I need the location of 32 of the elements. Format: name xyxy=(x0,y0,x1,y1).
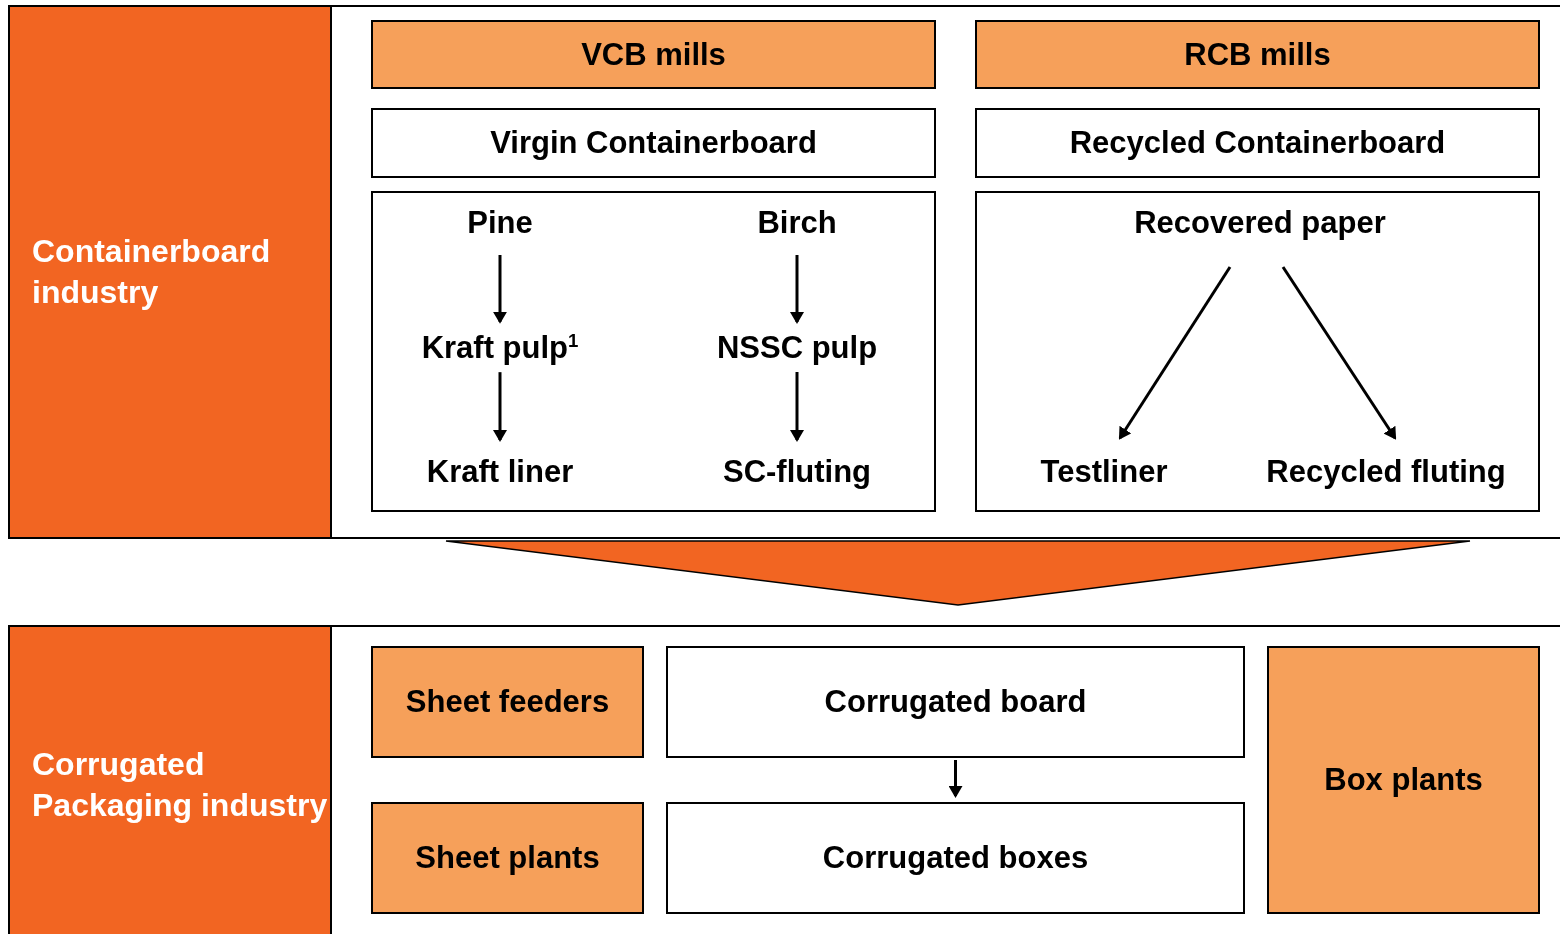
product-box: Corrugated board xyxy=(666,646,1245,758)
node-label: Recovered paper xyxy=(1134,205,1386,241)
mill-type-box: RCB mills xyxy=(975,20,1540,89)
node-label: Kraft pulp$^{1}$ xyxy=(421,329,579,367)
arrow xyxy=(493,372,507,442)
node-label: SC-fluting xyxy=(722,454,872,490)
section-title: Corrugated Packaging industry xyxy=(8,625,332,934)
node-label: NSSC pulp xyxy=(716,330,878,366)
node-label: Testliner xyxy=(1040,454,1168,490)
arrow xyxy=(948,760,963,798)
node-label: Birch xyxy=(757,205,837,241)
product-box: Virgin Containerboard xyxy=(371,108,936,178)
node-label: Kraft liner xyxy=(426,454,574,490)
process-panel xyxy=(975,191,1540,512)
section-panel xyxy=(8,5,1560,539)
node-label: Recycled fluting xyxy=(1266,454,1506,490)
product-box: Corrugated boxes xyxy=(666,802,1245,914)
section-panel xyxy=(8,625,1560,934)
arrow xyxy=(1281,266,1397,440)
arrow xyxy=(493,255,507,324)
arrow xyxy=(1118,266,1232,440)
mill-type-box: VCB mills xyxy=(371,20,936,89)
product-box: Recycled Containerboard xyxy=(975,108,1540,178)
mill-type-box: Sheet plants xyxy=(371,802,644,914)
flow-chevron xyxy=(445,540,1471,606)
arrow xyxy=(790,255,804,324)
node-label: Pine xyxy=(467,205,533,241)
arrow xyxy=(790,372,804,442)
process-panel xyxy=(371,191,936,512)
mill-type-box: Sheet feeders xyxy=(371,646,644,758)
mill-type-box: Box plants xyxy=(1267,646,1540,914)
section-title: Containerboard industry xyxy=(8,5,332,539)
